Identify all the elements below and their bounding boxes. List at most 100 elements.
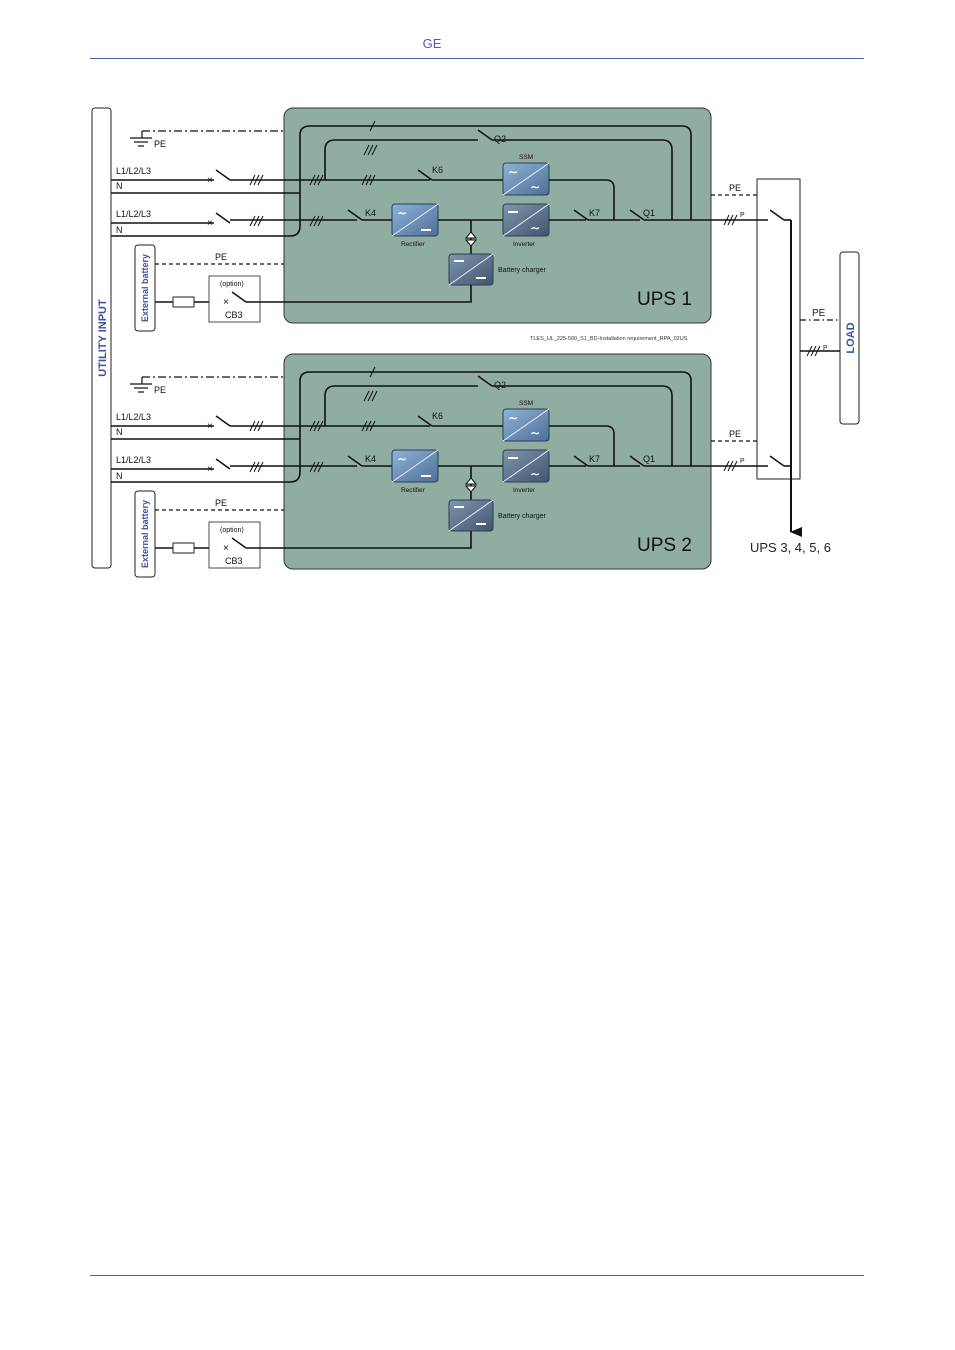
charger-label: Battery charger bbox=[498, 513, 547, 520]
charger-bidirectional-icon bbox=[464, 231, 478, 247]
neutral-slash bbox=[369, 366, 376, 378]
breaker-x-1: × bbox=[207, 421, 213, 432]
q1-label: Q1 bbox=[643, 208, 655, 218]
output-pe-label: PE bbox=[729, 429, 741, 439]
input2-switch bbox=[215, 458, 231, 470]
option-label: (option) bbox=[220, 527, 244, 534]
ssm-ac-in-icon: ∼ bbox=[508, 165, 518, 179]
external-battery-box bbox=[134, 244, 156, 332]
cb3-switch bbox=[231, 537, 247, 549]
ssm-output bbox=[549, 425, 615, 466]
inverter-label: Inverter bbox=[513, 241, 536, 248]
input1-neutral-label: N bbox=[116, 181, 123, 191]
rectifier-label: Rectifier bbox=[401, 241, 426, 248]
input1-phases-label: L1/L2/L3 bbox=[116, 412, 151, 422]
q2-bypass-right bbox=[492, 139, 673, 220]
cb3-label: CB3 bbox=[225, 556, 243, 566]
battery-to-charger bbox=[246, 531, 472, 549]
charger-out-icon bbox=[476, 277, 486, 279]
load-label: LOAD bbox=[845, 322, 857, 353]
header-rule bbox=[90, 58, 864, 59]
input1-neutral-label: N bbox=[116, 427, 123, 437]
inverter-label: Inverter bbox=[513, 487, 536, 494]
input1-phase-slashes bbox=[249, 174, 264, 186]
inverter-ac-icon: ∼ bbox=[530, 467, 540, 481]
battery-fuse bbox=[172, 542, 195, 554]
ups-enclosure bbox=[283, 107, 712, 324]
output-p-label: P bbox=[740, 212, 745, 219]
input2-neutral-label: N bbox=[116, 471, 123, 481]
input1-switch bbox=[215, 169, 231, 181]
input2-neutral-label: N bbox=[116, 225, 123, 235]
k6-switch bbox=[417, 415, 433, 427]
q2-switch bbox=[477, 129, 493, 141]
output-slashes bbox=[723, 460, 738, 472]
k4-switch bbox=[347, 209, 363, 221]
q2-bypass-left bbox=[324, 385, 478, 426]
battery-pe-label: PE bbox=[215, 498, 227, 508]
cb3-option-box bbox=[208, 275, 261, 323]
rectifier-dc-icon bbox=[421, 475, 431, 477]
input2-ups-slashes bbox=[309, 215, 324, 227]
drawing-reference: TLES_UL_225-500_S1_BD-Installation requi… bbox=[530, 336, 688, 342]
bypass-slashes bbox=[361, 174, 376, 186]
header-brand: GE bbox=[422, 36, 442, 51]
input1-switch bbox=[215, 415, 231, 427]
q2-switch bbox=[477, 375, 493, 387]
ssm-ac-in-icon: ∼ bbox=[508, 411, 518, 425]
q2-bypass-right bbox=[492, 385, 673, 466]
input1-ups-slashes bbox=[309, 420, 324, 432]
external-battery-box bbox=[134, 490, 156, 578]
neutral-bus bbox=[289, 371, 692, 483]
input2-phases-label: L1/L2/L3 bbox=[116, 455, 151, 465]
charger-out-icon bbox=[476, 523, 486, 525]
utility-input-bar bbox=[91, 107, 112, 569]
k6-label: K6 bbox=[432, 165, 443, 175]
output-pe-label: PE bbox=[729, 183, 741, 193]
rectifier-dc-icon bbox=[421, 229, 431, 231]
q2-bypass-left bbox=[324, 139, 478, 180]
input1-phases-label: L1/L2/L3 bbox=[116, 166, 151, 176]
k4-switch bbox=[347, 455, 363, 467]
pe-label: PE bbox=[154, 385, 166, 395]
cb3-option-box bbox=[208, 521, 261, 569]
utility-input-label: UTILITY INPUT bbox=[97, 299, 109, 377]
k7-label: K7 bbox=[589, 454, 600, 464]
inverter-module bbox=[502, 449, 550, 483]
rectifier-label: Rectifier bbox=[401, 487, 426, 494]
ssm-module bbox=[502, 162, 550, 196]
breaker-x-2: × bbox=[207, 464, 213, 475]
input2-phases-label: L1/L2/L3 bbox=[116, 209, 151, 219]
load-phase-p: P bbox=[823, 345, 828, 352]
output-slashes bbox=[723, 214, 738, 226]
breaker-x-2: × bbox=[207, 218, 213, 229]
charger-label: Battery charger bbox=[498, 267, 547, 274]
external-battery-label: External battery bbox=[140, 500, 150, 568]
k7-switch bbox=[573, 455, 589, 467]
output-p-label: P bbox=[740, 458, 745, 465]
load-pe-label: PE bbox=[812, 308, 826, 319]
q2-label: Q2 bbox=[494, 380, 506, 390]
ssm-ac-out-icon: ∼ bbox=[530, 426, 540, 440]
input2-phase-slashes bbox=[249, 215, 264, 227]
input2-phase-slashes bbox=[249, 461, 264, 473]
cb3-breaker-x: × bbox=[223, 543, 229, 554]
charger-in-icon bbox=[454, 260, 464, 262]
inverter-ac-icon: ∼ bbox=[530, 221, 540, 235]
k6-switch bbox=[417, 169, 433, 181]
k6-label: K6 bbox=[432, 411, 443, 421]
charger-bidirectional-icon bbox=[464, 477, 478, 493]
output-bus-box bbox=[756, 178, 801, 480]
ups-name: UPS 2 bbox=[637, 535, 692, 556]
output-switch bbox=[769, 209, 785, 221]
input1-ups-slashes bbox=[309, 174, 324, 186]
k7-switch bbox=[573, 209, 589, 221]
pe-label: PE bbox=[154, 139, 166, 149]
breaker-x-1: × bbox=[207, 175, 213, 186]
ssm-module bbox=[502, 408, 550, 442]
load-phase-slashes bbox=[806, 345, 821, 357]
ups-unit-1: UPS 1PEL1/L2/L3N×L1/L2/L3N×Q2K6∼∼SSMK4∼R… bbox=[111, 107, 791, 332]
charger-in-icon bbox=[454, 506, 464, 508]
q1-switch bbox=[629, 455, 645, 467]
